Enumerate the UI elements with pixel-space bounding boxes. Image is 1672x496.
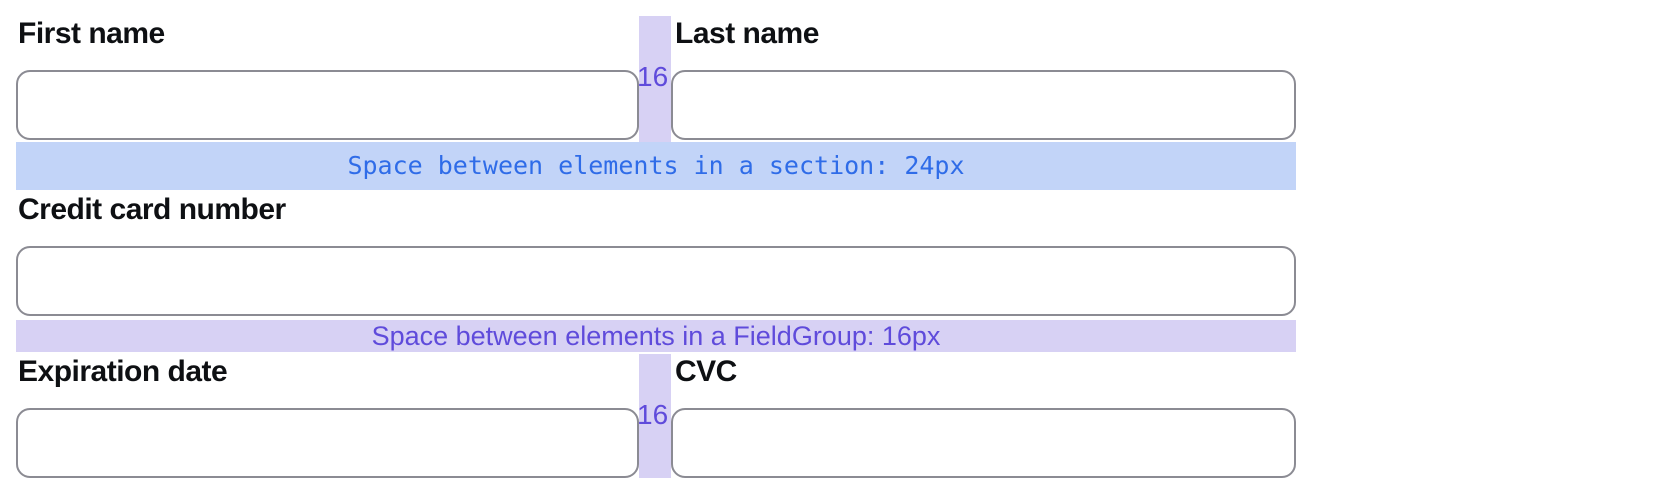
expiration-date-label: Expiration date <box>18 355 228 388</box>
credit-card-number-input[interactable] <box>16 246 1296 316</box>
first-name-input[interactable] <box>16 70 639 140</box>
credit-card-number-label: Credit card number <box>18 193 286 226</box>
fieldgroup-spacer-band: Space between elements in a FieldGroup: … <box>16 320 1296 352</box>
expiration-date-input[interactable] <box>16 408 639 478</box>
first-name-label: First name <box>18 17 165 50</box>
column-gap-strip-top <box>639 16 671 142</box>
last-name-input[interactable] <box>671 70 1296 140</box>
column-gap-strip-bottom <box>639 354 671 478</box>
cvc-label: CVC <box>675 355 737 388</box>
last-name-label: Last name <box>675 17 819 50</box>
section-spacer-band: Space between elements in a section: 24p… <box>16 142 1296 190</box>
column-gap-value-bottom: 16 <box>637 399 669 430</box>
column-gap-value-top: 16 <box>637 61 669 92</box>
cvc-input[interactable] <box>671 408 1296 478</box>
